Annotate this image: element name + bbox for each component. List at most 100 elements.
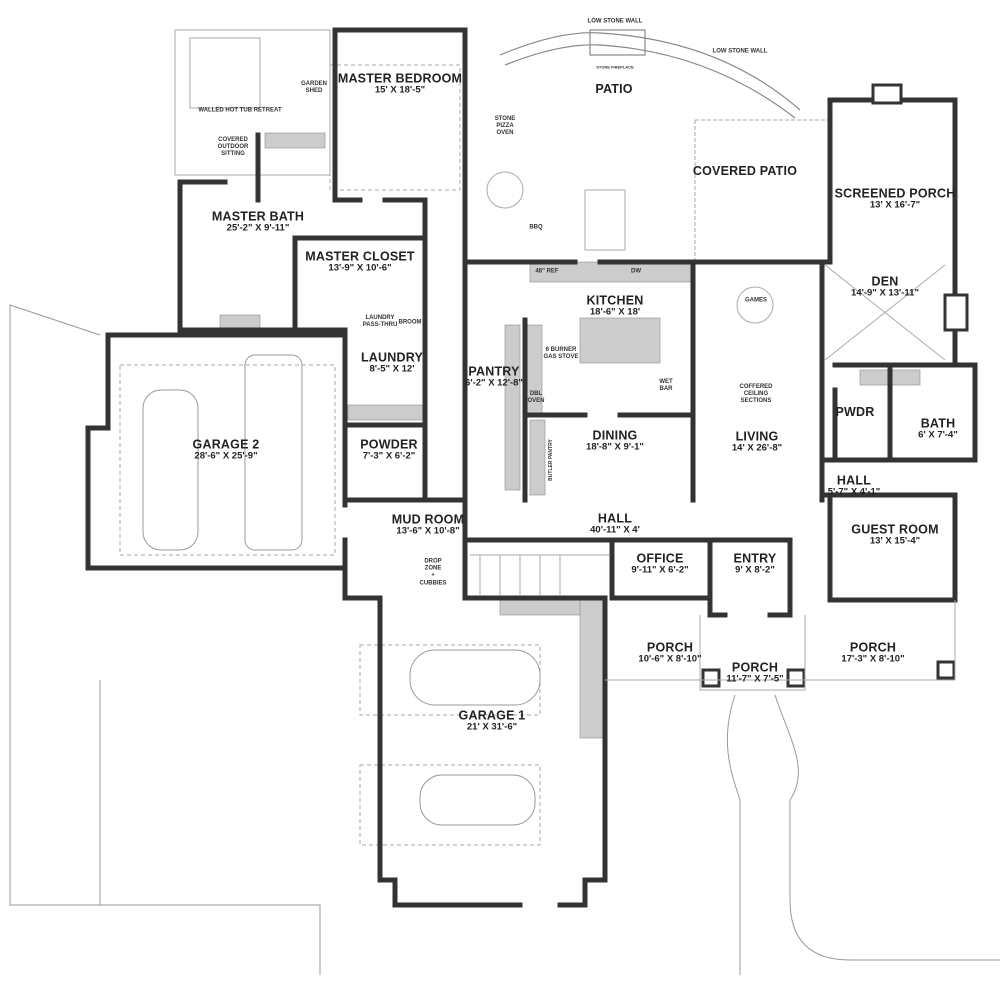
room-name: PATIO xyxy=(595,81,633,96)
note-bbq: BBQ xyxy=(529,224,543,231)
room-name: POWDER xyxy=(360,437,418,452)
room-name: ENTRY xyxy=(733,551,777,566)
room-dimensions: 9' X 8'-2" xyxy=(735,564,775,576)
note-line: STONE xyxy=(494,116,516,123)
room-name: PANTRY xyxy=(468,364,520,379)
cars xyxy=(142,354,541,826)
note-line: DROP xyxy=(424,558,442,565)
note-line: LAUNDRY xyxy=(365,314,395,321)
room-name: MASTER CLOSET xyxy=(305,249,415,264)
note-line: SITTING xyxy=(221,151,245,158)
room-dimensions: 6' X 7'-4" xyxy=(918,429,958,441)
room-dimensions: 40'-11" X 4' xyxy=(590,524,640,536)
room-name: MUD ROOM xyxy=(391,512,465,527)
room-dimensions: 13'-9" X 10'-6" xyxy=(328,262,392,274)
room-name: HALL xyxy=(597,511,633,526)
note-ref: 48" REF xyxy=(535,268,559,275)
room-dimensions: 8'-5" X 12' xyxy=(369,363,415,375)
note-line: OVEN xyxy=(527,398,545,404)
room-dimensions: 18'-8" X 9'-1" xyxy=(586,441,644,453)
room-name: KITCHEN xyxy=(586,293,644,308)
note-games: GAMES xyxy=(744,297,768,304)
room-dimensions: 28'-6" X 25'-9" xyxy=(194,450,258,462)
room-name: COVERED PATIO xyxy=(692,163,798,178)
note-line: COVERED xyxy=(218,137,248,144)
room-dimensions: 7'-3" X 6'-2" xyxy=(362,450,416,462)
low-stone-wall xyxy=(499,29,801,119)
room-dimensions: 13'-6" X 10'-8" xyxy=(396,525,460,537)
room-dimensions: 14' X 26'-8" xyxy=(731,442,783,454)
room-name: SCREENED PORCH xyxy=(834,186,956,201)
room-name: DINING xyxy=(592,428,638,443)
room-dimensions: 10'-6" X 8'-10" xyxy=(638,653,702,665)
room-name: PWDR xyxy=(835,404,875,419)
room-dimensions: 13' X 15'-4" xyxy=(869,535,921,547)
note-line: WET xyxy=(659,378,673,385)
note-broom: BROOM xyxy=(398,319,422,326)
note-line: GAS STOVE xyxy=(543,354,579,360)
room-name: MASTER BEDROOM xyxy=(337,71,463,86)
note-stone-fireplace: STONE FIREPLACE xyxy=(596,64,634,70)
note-line: CUBBIES xyxy=(419,580,447,587)
patio-lines xyxy=(119,29,946,846)
room-dimensions: 14'-9" X 13'-11" xyxy=(851,287,919,299)
room-name: LIVING xyxy=(735,429,779,444)
room-dimensions: 5'-7" X 4'-1" xyxy=(827,486,881,498)
room-dimensions: 15' X 18'-5" xyxy=(374,84,426,96)
room-dimensions: 13' X 16'-7" xyxy=(869,199,921,211)
room-covered-patio: COVERED PATIO xyxy=(693,164,797,178)
porch-posts xyxy=(701,83,969,688)
room-dimensions: 21' X 31'-6" xyxy=(466,721,518,733)
room-dimensions: 6'-2" X 12'-8" xyxy=(465,377,523,389)
room-name: GARAGE 2 xyxy=(192,437,260,452)
note-line: BAR xyxy=(659,386,673,392)
room-dimensions: 25'-2" X 9'-11" xyxy=(226,222,290,234)
note-line: OVEN xyxy=(496,130,514,137)
room-name: LAUNDRY xyxy=(360,350,424,365)
note-hot-tub: WALLED HOT TUB RETREAT xyxy=(198,107,282,114)
room-name: PORCH xyxy=(646,640,694,655)
note-line: CEILING xyxy=(743,391,769,398)
room-dimensions: 17'-3" X 8'-10" xyxy=(841,653,905,665)
note-line: + xyxy=(431,573,435,579)
room-pwdr: PWDR xyxy=(836,405,875,419)
room-name: GARAGE 1 xyxy=(458,708,526,723)
note-line: SHED xyxy=(305,88,323,94)
note-line: COFFERED xyxy=(739,384,773,391)
note-line: ZONE xyxy=(424,565,442,572)
room-dimensions: 18'-6" X 18' xyxy=(589,306,641,318)
room-name: PORCH xyxy=(849,640,897,655)
room-dimensions: 9'-11" X 6'-2" xyxy=(631,564,689,576)
note-dw: DW xyxy=(631,268,641,275)
room-name: DEN xyxy=(871,274,899,289)
note-line: OUTDOOR xyxy=(217,144,249,151)
room-name: BATH xyxy=(920,416,956,431)
